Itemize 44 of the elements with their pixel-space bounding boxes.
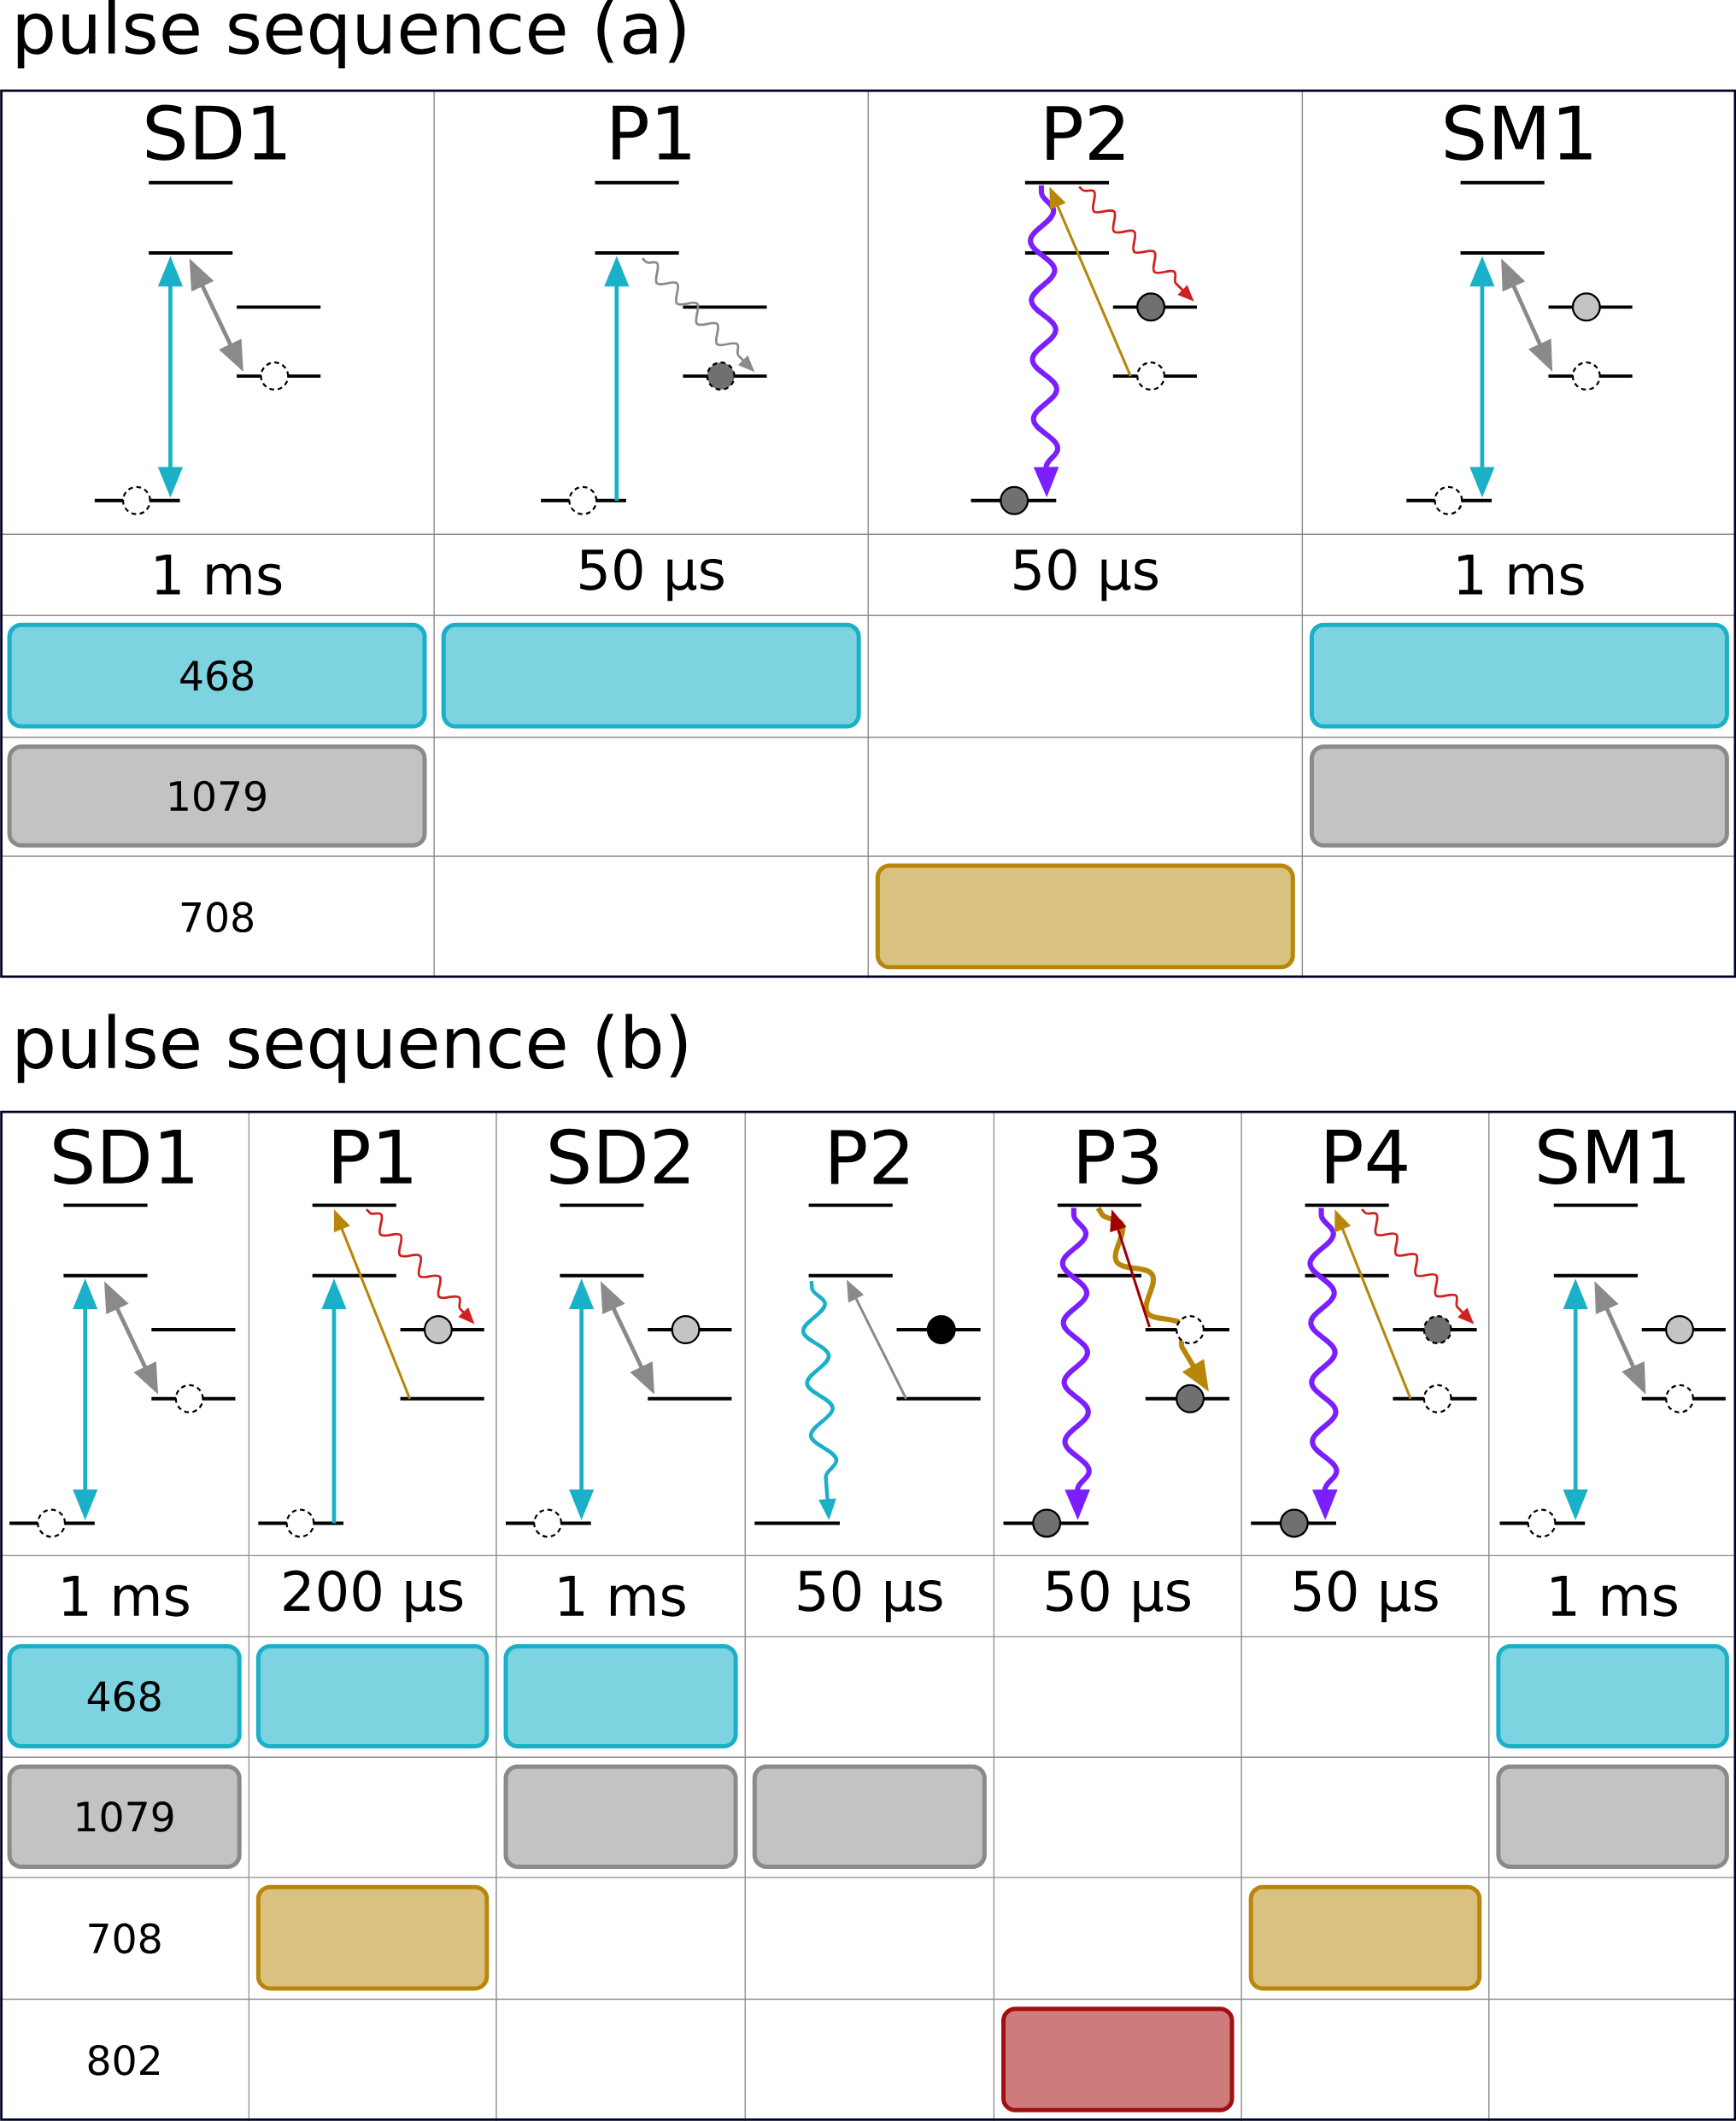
column-heading: SD1 — [146, 104, 285, 161]
column-heading: SM1 — [1539, 1128, 1685, 1184]
pulse-bar — [1309, 622, 1729, 729]
column-heading: P1 — [613, 105, 690, 160]
column-heading: P2 — [1047, 105, 1123, 161]
column-heading: P1 — [333, 1129, 412, 1184]
pulse-bar — [255, 1643, 490, 1749]
column-heading: SD1 — [54, 1128, 193, 1184]
panel-title: pulse sequence (b) — [17, 1013, 686, 1084]
duration-label: 50 µs — [1293, 1570, 1438, 1623]
pulse-bar — [1496, 1764, 1729, 1869]
duration-label: 1 ms — [1551, 1576, 1677, 1617]
pulse-bar — [1496, 1643, 1729, 1749]
column-heading: P4 — [1326, 1129, 1407, 1184]
pulse-bar — [1000, 2006, 1235, 2112]
column-heading: SD2 — [550, 1128, 689, 1184]
pulse-bar — [503, 1764, 738, 1869]
duration-label: 200 µs — [284, 1570, 462, 1623]
duration-label: 50 µs — [798, 1570, 942, 1623]
row-label: 708 — [89, 1923, 161, 1954]
column-heading: P3 — [1079, 1128, 1158, 1184]
pulse-bar: 468 — [7, 622, 427, 729]
pulse-bar: 1079 — [7, 744, 427, 848]
pulse-bar — [1248, 1884, 1481, 1991]
duration-label: 1 ms — [63, 1576, 189, 1617]
pulse-bar — [255, 1884, 490, 1991]
pulse-bar: 1079 — [7, 1764, 242, 1869]
pulse-bar — [1309, 744, 1729, 848]
column-heading: SM1 — [1445, 104, 1592, 161]
duration-label: 1 ms — [560, 1576, 685, 1617]
duration-label: 1 ms — [155, 554, 281, 596]
pulse-bar: 468 — [7, 1643, 242, 1749]
duration-label: 50 µs — [1047, 1570, 1190, 1623]
duration-label: 50 µs — [580, 549, 724, 602]
column-heading: P2 — [830, 1129, 908, 1184]
pulse-bar — [875, 863, 1295, 970]
duration-label: 50 µs — [1014, 549, 1158, 602]
panel-title: pulse sequence (a) — [17, 0, 685, 68]
pulse-bar — [503, 1643, 738, 1749]
pulse-bar — [441, 622, 861, 729]
row-label: 708 — [181, 902, 253, 933]
duration-label: 1 ms — [1457, 554, 1584, 596]
row-label: 802 — [88, 2044, 159, 2076]
pulse-bar — [752, 1764, 987, 1869]
